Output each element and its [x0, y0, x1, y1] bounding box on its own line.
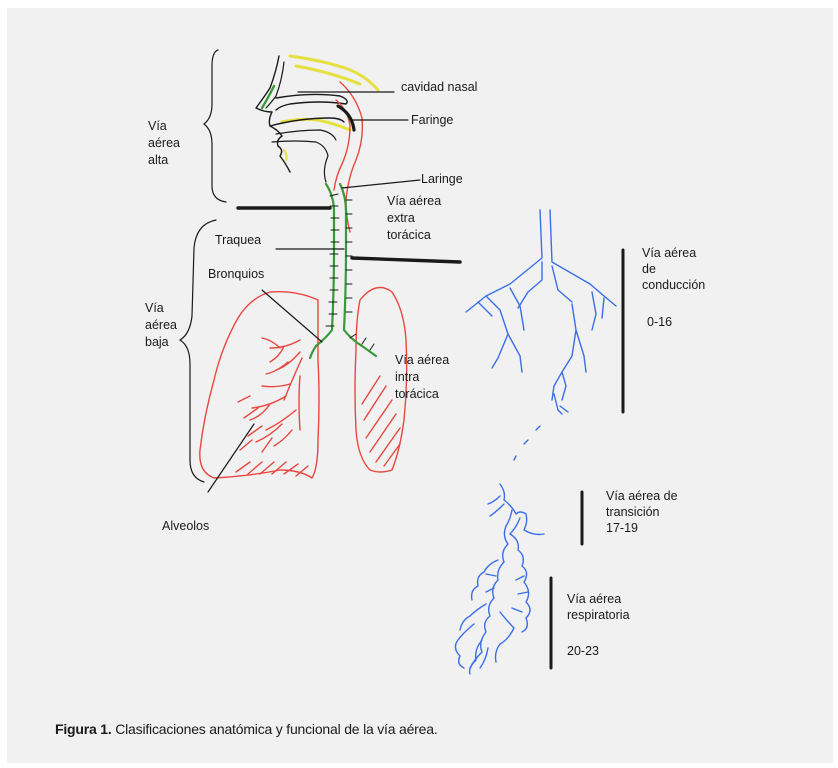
label-via-extra-2: extra	[387, 211, 415, 225]
label-via-alta-3: alta	[148, 153, 168, 167]
label-conduccion-2: de	[642, 262, 656, 276]
label-conduccion-range: 0-16	[647, 315, 672, 329]
label-laringe: Laringe	[421, 172, 463, 186]
label-via-extra-1: Vía aérea	[387, 194, 441, 208]
label-via-intra-2: intra	[395, 370, 419, 384]
label-respiratoria-1: Vía aérea	[567, 592, 621, 606]
trachea	[310, 184, 376, 358]
figure-caption: Figura 1. Clasificaciones anatómica y fu…	[55, 721, 438, 737]
caption-text: Clasificaciones anatómica y funcional de…	[112, 721, 438, 737]
label-respiratoria-2: respiratoria	[567, 608, 630, 622]
label-via-alta-2: aérea	[148, 136, 180, 150]
label-via-extra-3: torácica	[387, 228, 431, 242]
label-via-baja-3: baja	[145, 335, 169, 349]
label-respiratoria-range: 20-23	[567, 644, 599, 658]
label-cavidad-nasal: cavidad nasal	[401, 80, 477, 94]
caption-label: Figura 1.	[55, 721, 112, 737]
label-via-intra-1: Vía aérea	[395, 353, 449, 367]
label-transicion-2: transición	[606, 505, 660, 519]
label-faringe: Faringe	[411, 113, 453, 127]
label-alveolos: Alveolos	[162, 519, 209, 533]
label-conduccion-1: Vía aérea	[642, 246, 696, 260]
label-via-intra-3: torácica	[395, 387, 439, 401]
label-traquea: Traquea	[215, 233, 261, 247]
head-profile	[256, 56, 378, 232]
brace-via-alta	[204, 50, 226, 202]
divider-lower	[352, 258, 460, 262]
label-via-alta-1: Vía	[148, 119, 167, 133]
label-via-baja-2: aérea	[145, 318, 177, 332]
label-bronquios: Bronquios	[208, 267, 264, 281]
lungs	[200, 288, 407, 479]
label-transicion-1: Vía aérea de	[606, 489, 678, 503]
label-conduccion-3: conducción	[642, 278, 705, 292]
label-via-baja-1: Vía	[145, 301, 164, 315]
label-transicion-3: 17-19	[606, 521, 638, 535]
labels: cavidad nasal Faringe Laringe Vía aérea …	[145, 80, 705, 658]
left-lung-outline	[200, 292, 319, 478]
brace-via-baja	[180, 220, 216, 482]
